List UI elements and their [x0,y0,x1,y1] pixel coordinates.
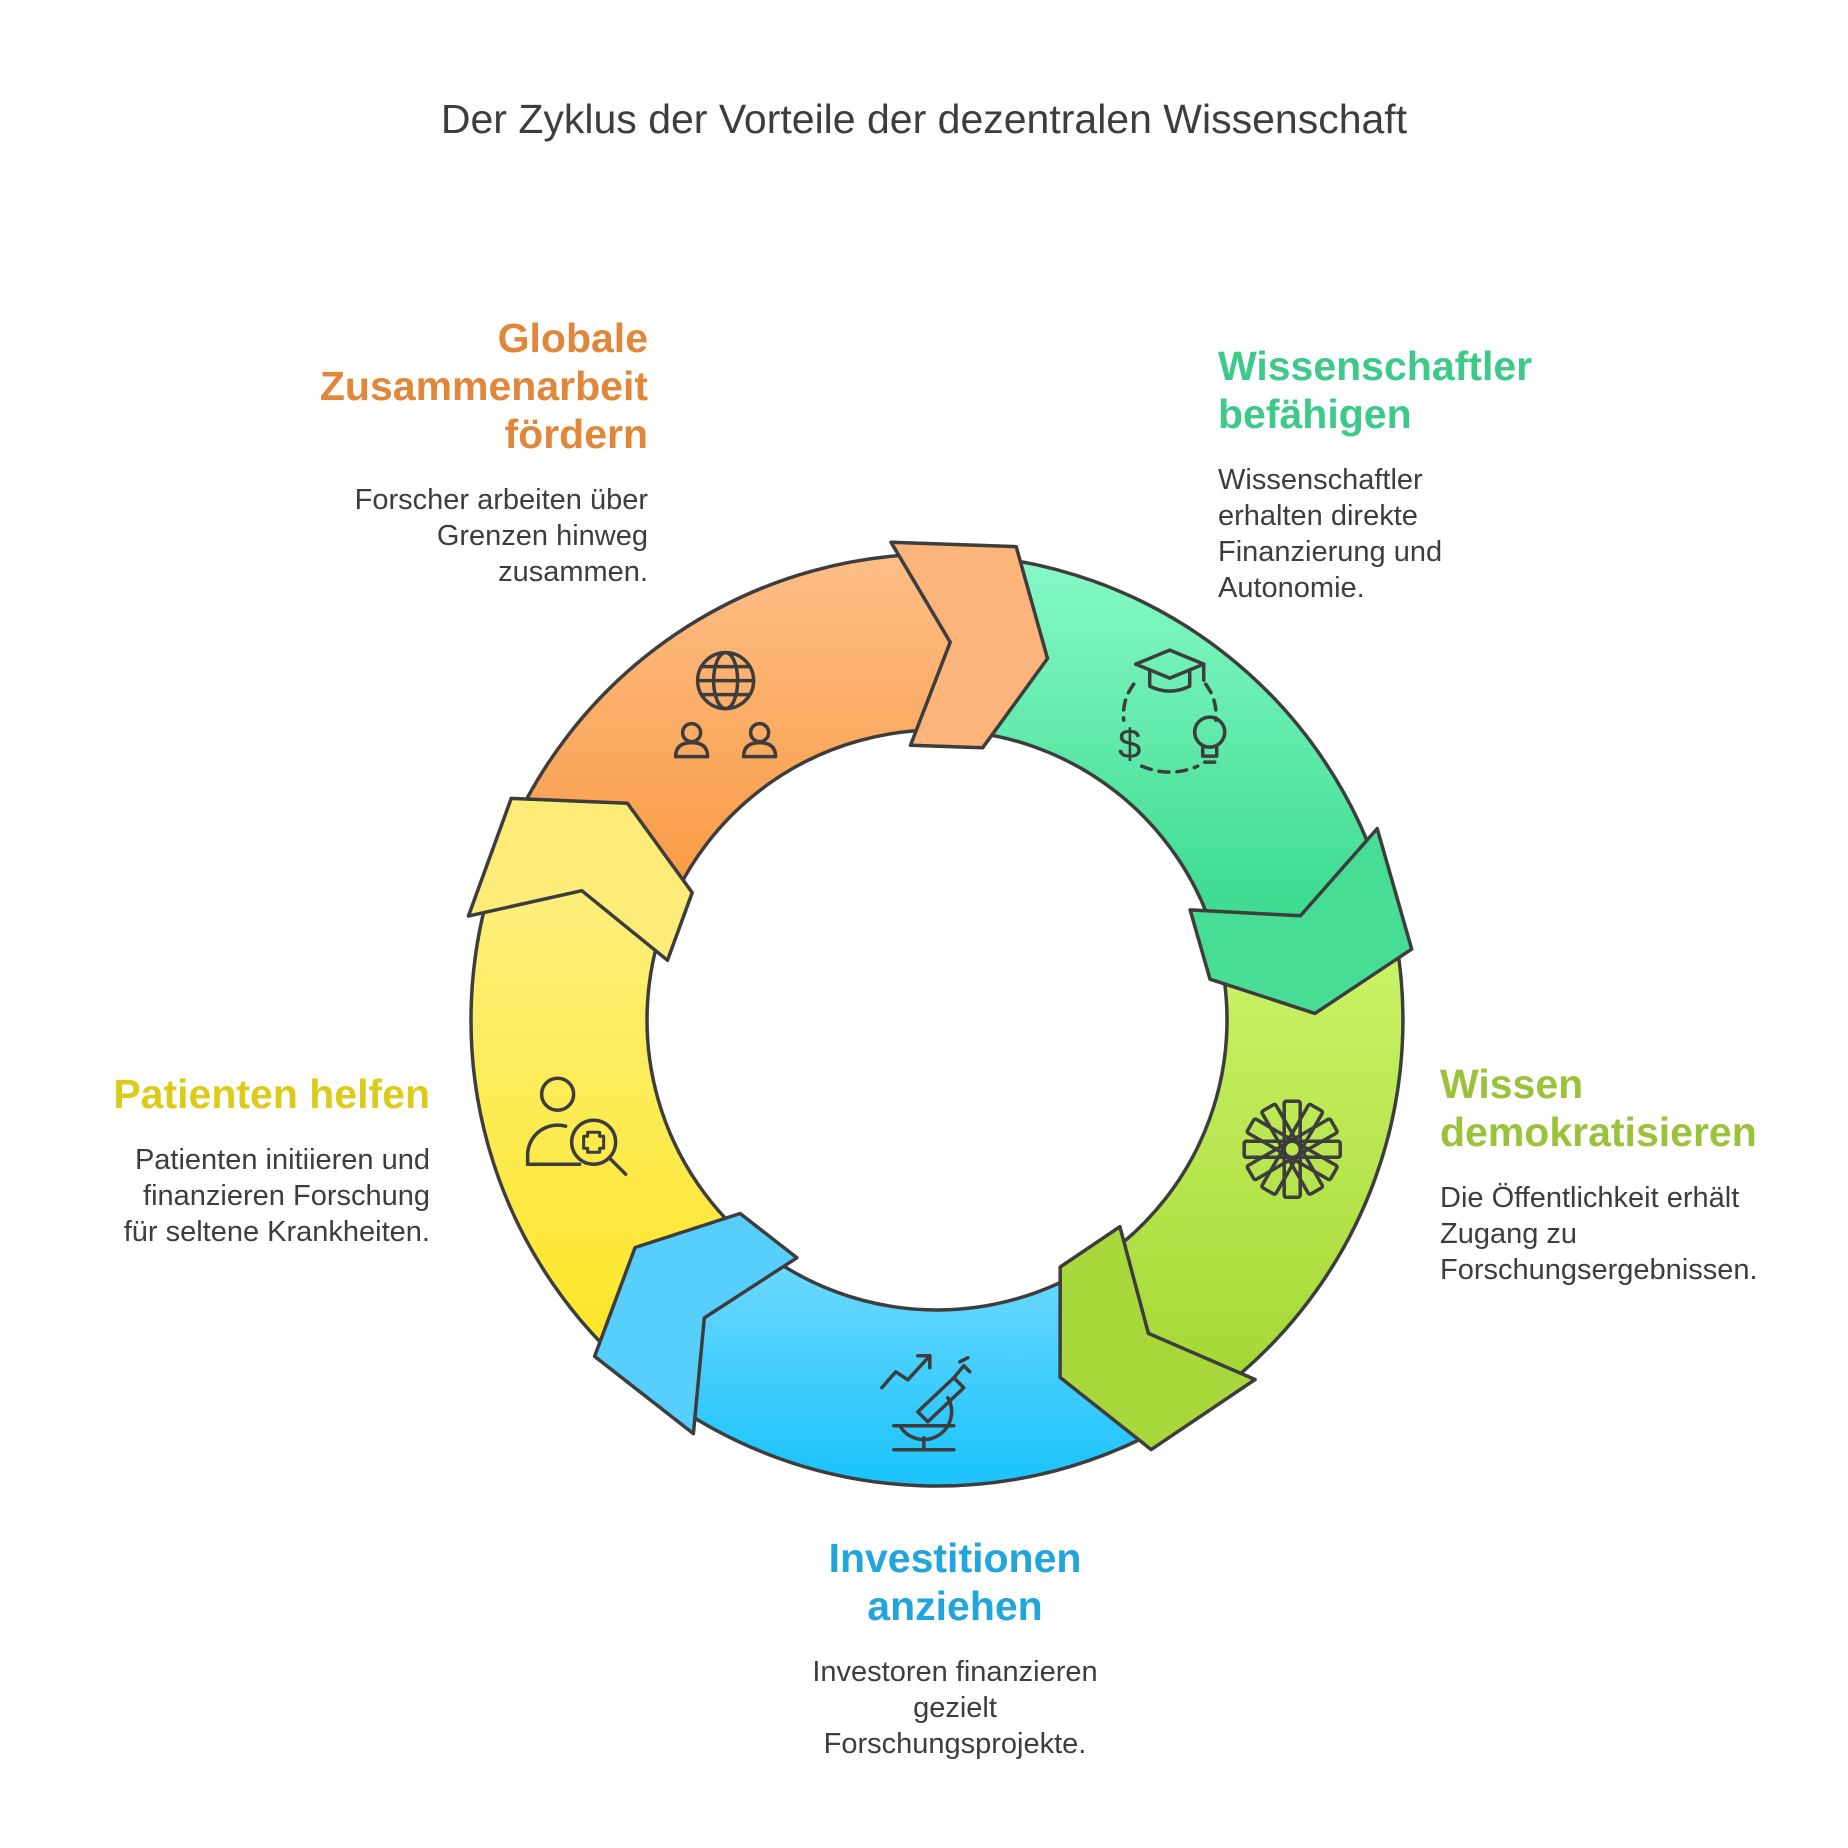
stage-heading: Wissenschaftler befähigen [1218,342,1638,438]
globe-people-icon [673,650,778,759]
stage-wissen: Wissen demokratisieren Die Öffentlichkei… [1440,1060,1830,1288]
description-line: Investoren finanzieren [812,1656,1098,1688]
description-line: Grenzen hinweg [436,520,648,552]
description-line: Zugang zu [1440,1218,1578,1250]
stage-description: Forscher arbeiten über Grenzen hinweg zu… [250,482,648,590]
description-line: Autonomie. [1218,572,1365,604]
description-line: Forschungsprojekte. [823,1728,1087,1760]
description-line: gezielt [913,1692,997,1724]
page-title: Der Zyklus der Vorteile der dezentralen … [440,96,1408,142]
description-line: Forscher arbeiten über [354,484,648,516]
description-line: Patienten initiieren und [134,1144,430,1176]
ring-segments [466,540,1414,1488]
description-line: finanzieren Forschung [143,1180,430,1212]
description-line: Die Öffentlichkeit erhält [1440,1182,1740,1214]
stage-patienten: Patienten helfen Patienten initiieren un… [60,1070,430,1250]
heading-line: Wissen [1440,1061,1584,1107]
heading-line: demokratisieren [1440,1109,1757,1155]
patient-search-icon [525,1076,628,1176]
description-line: für seltene Krankheiten. [123,1216,430,1248]
chevron-connector-wissen [1058,1224,1257,1452]
stage-global: Globale Zusammenarbeit fördern Forscher … [250,314,648,590]
stage-description: Investoren finanzieren gezielt Forschung… [745,1654,1165,1762]
chevron-connector-patienten [466,796,694,963]
description-line: Forschungsergebnissen. [1440,1254,1758,1286]
heading-line: fördern [504,411,649,457]
stage-heading: Patienten helfen [60,1070,430,1118]
chevron-connector-global [889,540,1050,750]
heading-line: anziehen [867,1583,1043,1629]
stage-heading: Globale Zusammenarbeit fördern [250,314,648,458]
stage-investitionen: Investitionen anziehen Investoren finanz… [745,1534,1165,1762]
chevron-connector-investitionen [592,1211,799,1436]
heading-line: Patienten helfen [113,1071,430,1117]
stage-heading: Investitionen anziehen [745,1534,1165,1630]
stage-description: Patienten initiieren und finanzieren For… [60,1142,430,1250]
heading-line: Globale [497,315,648,361]
chevron-connector-wissenschaftler [1188,826,1414,1016]
svg-text:$: $ [1118,720,1141,767]
heading-line: befähigen [1218,391,1412,437]
asterisk-burst-icon [1242,1099,1342,1200]
heading-line: Investitionen [828,1535,1082,1581]
stage-description: Die Öffentlichkeit erhält Zugang zu Fors… [1440,1180,1830,1288]
stage-description: Wissenschaftler erhalten direkte Finanzi… [1218,462,1638,606]
heading-line: Zusammenarbeit [319,363,648,409]
graduation-cap-money-bulb-icon: $ [1118,648,1227,774]
heading-line: Wissenschaftler [1218,343,1533,389]
description-line: zusammen. [498,556,648,588]
stage-heading: Wissen demokratisieren [1440,1060,1830,1156]
description-line: Wissenschaftler [1218,464,1423,496]
stage-wissenschaftler: Wissenschaftler befähigen Wissenschaftle… [1218,342,1638,606]
description-line: erhalten direkte [1218,500,1418,532]
description-line: Finanzierung und [1218,536,1443,568]
stage-icons: $ [525,648,1342,1452]
microscope-growth-icon [880,1354,972,1452]
